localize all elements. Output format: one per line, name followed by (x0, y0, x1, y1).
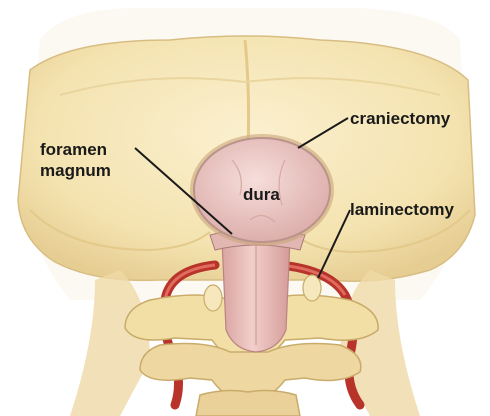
laminectomy-label: laminectomy (350, 200, 454, 219)
craniectomy-label: craniectomy (350, 109, 450, 128)
spinal-cord (222, 240, 290, 352)
magnum-label: magnum (40, 161, 111, 180)
dura-label: dura (243, 185, 280, 204)
foramen-label: foramen (40, 140, 107, 159)
